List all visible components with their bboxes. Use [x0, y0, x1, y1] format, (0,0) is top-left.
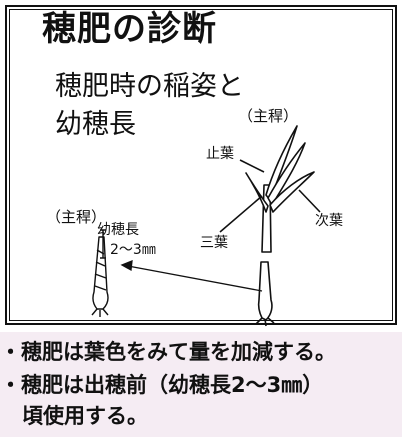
third-leaf-leader: [219, 195, 263, 233]
figure-subtitle-line-2: 幼穂長: [55, 109, 136, 140]
label-flag-leaf: 止葉: [206, 146, 234, 162]
label-panicle-length: 幼穂長: [97, 222, 139, 238]
upper-leaf: [267, 142, 306, 206]
young-panicle-texture: [94, 249, 107, 291]
figure-title: 穂肥の診断: [42, 9, 217, 49]
label-main-culm-left: （主稈）: [46, 208, 107, 226]
magnify-arrow: [120, 259, 263, 292]
label-main-culm-right: （主稈）: [238, 107, 299, 125]
next-leaf-leader: [298, 189, 321, 213]
label-third-leaf: 三葉: [200, 235, 228, 251]
young-panicle-drawing: [91, 229, 109, 317]
label-next-leaf: 次葉: [315, 213, 343, 229]
note-2: ・穂肥は出穂前（幼穂長2～3㎜）: [0, 373, 324, 397]
right-plant-base: [257, 261, 273, 321]
figure-panel: [5, 5, 397, 325]
figure-subtitle-line-1: 穂肥時の稲姿と: [55, 71, 244, 102]
rice-plant-drawing: [219, 125, 321, 327]
next-leaf: [269, 171, 315, 213]
arrow-head: [120, 259, 133, 272]
notes-band: [0, 332, 402, 437]
note-1: ・穂肥は葉色をみて量を加減する。: [0, 340, 336, 364]
right-plant-roots: [255, 317, 275, 327]
label-panicle-size: 2～3㎜: [110, 242, 156, 258]
young-panicle: [92, 236, 109, 310]
flag-leaf-leader: [239, 159, 265, 173]
panicle-dimension-mark: [100, 229, 106, 259]
young-panicle-roots: [91, 308, 109, 317]
note-2-continuation: 頃使用する。: [22, 404, 148, 428]
